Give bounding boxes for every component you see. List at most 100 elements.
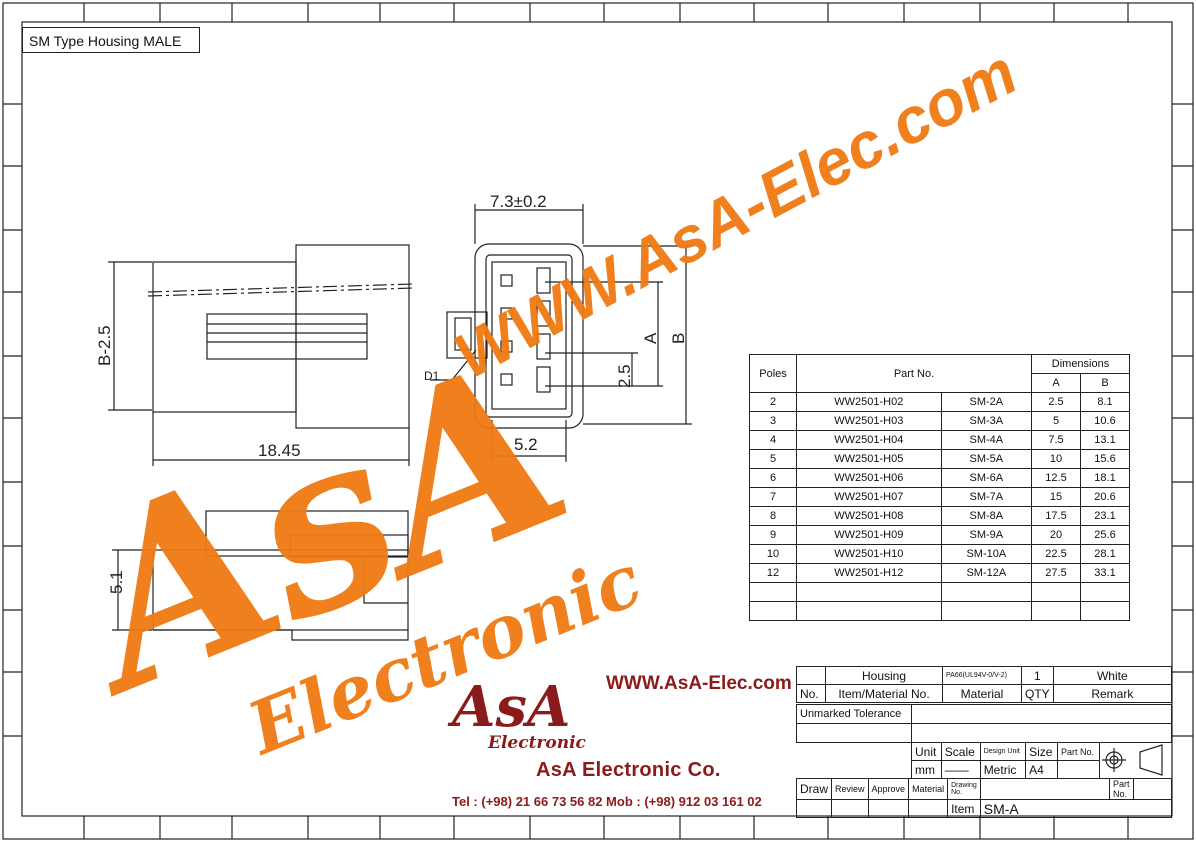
logo-mark: AsA bbox=[447, 674, 570, 740]
dim-width-label: 7.3±0.2 bbox=[490, 192, 547, 211]
qty-value: 1 bbox=[1021, 666, 1054, 685]
table-cell-a: 12.5 bbox=[1031, 468, 1081, 488]
dim-pitch-label: 2.5 bbox=[615, 364, 634, 388]
table-cell-model: SM-7A bbox=[940, 487, 1033, 507]
table-cell-poles: 4 bbox=[749, 430, 797, 450]
remark-value: White bbox=[1052, 666, 1173, 685]
item-label: Item bbox=[947, 799, 981, 818]
d1-callout: D1 bbox=[424, 369, 440, 383]
table-cell-model: SM-10A bbox=[940, 544, 1033, 564]
material-value: PA66(UL94V-0/V-2) bbox=[942, 666, 1022, 685]
table-cell-model: SM-3A bbox=[940, 411, 1033, 431]
table-cell-model: SM-9A bbox=[940, 525, 1033, 545]
table-cell-part: WW2501-H05 bbox=[796, 449, 942, 469]
table-cell-part: WW2501-H07 bbox=[796, 487, 942, 507]
table-cell-poles: 2 bbox=[749, 392, 797, 412]
table-cell-b: 18.1 bbox=[1080, 468, 1130, 488]
col-remark: Remark bbox=[1052, 684, 1173, 703]
header-part-no: Part No. bbox=[796, 354, 1032, 393]
table-cell-a: 22.5 bbox=[1031, 544, 1081, 564]
table-cell-b: 10.6 bbox=[1080, 411, 1130, 431]
col-material: Material bbox=[942, 684, 1022, 703]
draw-label: Draw bbox=[795, 778, 833, 800]
part-no-label-2: Part No. bbox=[1109, 778, 1134, 800]
table-cell-part: WW2501-H08 bbox=[796, 506, 942, 526]
approve-label: Approve bbox=[867, 778, 910, 800]
dim-b-minus-label: B-2.5 bbox=[95, 325, 114, 366]
dim-height-label: 5.1 bbox=[107, 570, 126, 594]
dim-length-label: 18.45 bbox=[258, 441, 301, 460]
table-cell-a: 20 bbox=[1031, 525, 1081, 545]
side-view bbox=[108, 244, 415, 466]
col-no: No. bbox=[796, 684, 826, 703]
material-label: Material bbox=[908, 778, 949, 800]
table-cell-poles: 8 bbox=[749, 506, 797, 526]
dim-b-label: B bbox=[669, 333, 688, 344]
table-cell-model: SM-12A bbox=[940, 563, 1033, 583]
title-block-top: Housing PA66(UL94V-0/V-2) 1 White No. It… bbox=[796, 666, 1173, 703]
scale-value: —— bbox=[940, 760, 981, 779]
table-cell-b: 23.1 bbox=[1080, 506, 1130, 526]
title-block-units: Unit Scale Design Unit Size Part No. mm … bbox=[911, 742, 1101, 779]
table-cell-part: WW2501-H02 bbox=[796, 392, 942, 412]
design-unit-label: Design Unit bbox=[979, 742, 1027, 761]
table-cell-b: 15.6 bbox=[1080, 449, 1130, 469]
table-cell-part: WW2501-H04 bbox=[796, 430, 942, 450]
table-cell-poles: 12 bbox=[749, 563, 797, 583]
review-label: Review bbox=[831, 778, 869, 800]
table-cell-model: SM-4A bbox=[940, 430, 1033, 450]
table-cell-part: WW2501-H12 bbox=[796, 563, 942, 583]
table-cell-poles: 7 bbox=[749, 487, 797, 507]
table-cell-b: 28.1 bbox=[1080, 544, 1130, 564]
tolerance-label: Unmarked Tolerance bbox=[796, 704, 912, 724]
table-cell-b: 20.6 bbox=[1080, 487, 1130, 507]
table-cell-poles: 9 bbox=[749, 525, 797, 545]
item-name: Housing bbox=[825, 666, 943, 685]
watermark-url: WWW.AsA-Elec.com bbox=[443, 36, 1028, 393]
table-cell-model: SM-6A bbox=[940, 468, 1033, 488]
drawing-no-label: Drawing No. bbox=[947, 778, 981, 800]
col-item: Item/Material No. bbox=[825, 684, 943, 703]
table-cell-a: 27.5 bbox=[1031, 563, 1081, 583]
title-label: SM Type Housing bbox=[29, 33, 140, 49]
title-block-bottom: Draw Review Approve Material Drawing No.… bbox=[795, 778, 1173, 818]
table-cell-a: 7.5 bbox=[1031, 430, 1081, 450]
table-cell-part: WW2501-H10 bbox=[796, 544, 942, 564]
front-view bbox=[430, 204, 692, 462]
title-gender: MALE bbox=[143, 33, 182, 49]
header-dimensions: Dimensions bbox=[1031, 354, 1130, 374]
table-cell-part: WW2501-H03 bbox=[796, 411, 942, 431]
company-phones: Tel : (+98) 21 66 73 56 82 Mob : (+98) 9… bbox=[452, 794, 762, 809]
table-cell-a: 17.5 bbox=[1031, 506, 1081, 526]
table-cell-part: WW2501-H06 bbox=[796, 468, 942, 488]
company-website: WWW.AsA-Elec.com bbox=[606, 673, 792, 694]
table-cell-model: SM-5A bbox=[940, 449, 1033, 469]
table-cell-a: 15 bbox=[1031, 487, 1081, 507]
size-value: A4 bbox=[1025, 760, 1058, 779]
table-cell-poles: 3 bbox=[749, 411, 797, 431]
table-cell-a: 2.5 bbox=[1031, 392, 1081, 412]
table-cell-b: 8.1 bbox=[1080, 392, 1130, 412]
table-row-empty bbox=[749, 601, 1130, 621]
title-block-tolerance: Unmarked Tolerance bbox=[796, 704, 1172, 743]
table-cell-poles: 10 bbox=[749, 544, 797, 564]
dim-depth-label: 5.2 bbox=[514, 435, 538, 454]
projection-symbol bbox=[1102, 744, 1163, 776]
table-cell-poles: 6 bbox=[749, 468, 797, 488]
item-value: SM-A bbox=[979, 799, 1173, 818]
system-value: Metric bbox=[979, 760, 1027, 779]
header-a: A bbox=[1031, 373, 1081, 393]
col-qty: QTY bbox=[1021, 684, 1054, 703]
logo-sub: Electronic bbox=[487, 733, 587, 753]
